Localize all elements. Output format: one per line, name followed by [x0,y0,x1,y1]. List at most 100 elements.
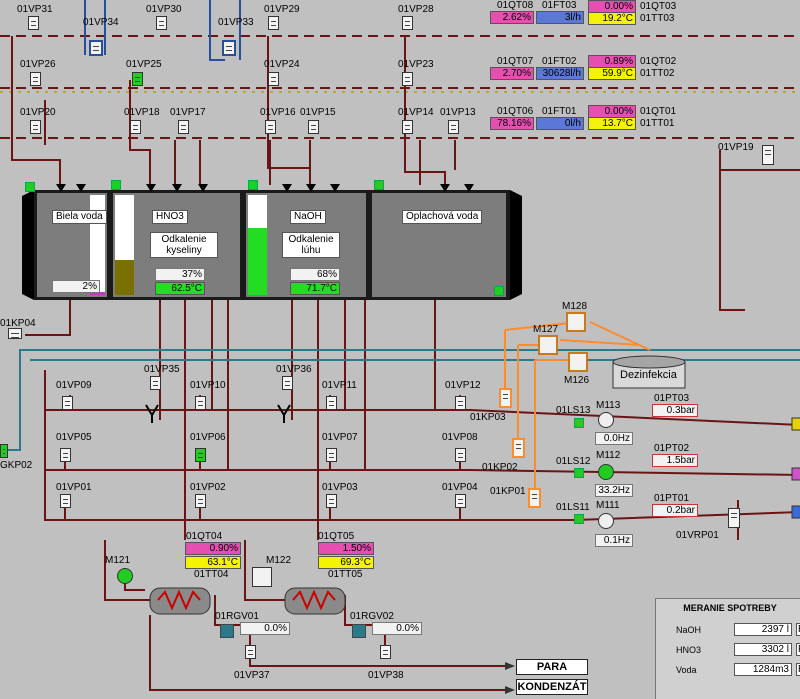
valve-01vp10[interactable] [195,396,206,410]
value-01pt02[interactable]: 1.5bar [652,454,698,467]
freq-m113[interactable]: 0.0Hz [595,432,633,445]
pump-m111[interactable] [598,513,614,529]
valve-01vp07[interactable] [326,448,337,462]
valve-01vp04[interactable] [455,494,466,508]
output-steam[interactable]: PARA [516,659,588,675]
valve-01vp28[interactable] [402,16,413,30]
freq-m111[interactable]: 0.1Hz [595,534,633,547]
valve-01vp30[interactable] [156,16,167,30]
valve-01vp14[interactable] [402,120,413,134]
sensor-01ls11[interactable] [574,514,584,524]
valve-01vp16[interactable] [265,120,276,134]
motor-m127[interactable] [538,335,558,355]
valve-01vp34[interactable] [89,40,103,56]
valve-01vp24[interactable] [268,72,279,86]
output-condensate[interactable]: KONDENZÁT [516,679,588,695]
valve-01vp02[interactable] [195,494,206,508]
label-01kp01: 01KP01 [490,486,526,497]
valve-01vp15[interactable] [308,120,319,134]
pump-m113[interactable] [598,412,614,428]
value-01rgv02[interactable]: 0.0% [372,622,422,635]
value-01qt05[interactable]: 1.50% [318,542,374,555]
tank1-level[interactable]: 2% [52,280,100,293]
value-01ft02[interactable]: 30628l/h [536,67,584,80]
pump-m121[interactable] [117,568,133,584]
motor-m126[interactable] [568,352,588,372]
valve-01vp01[interactable] [60,494,71,508]
valve-01vp05[interactable] [60,448,71,462]
value-01tt02[interactable]: 59.9°C [588,67,636,80]
valve-01kp03[interactable] [499,388,512,408]
valve-01kp04[interactable] [8,328,22,339]
value-01pt01[interactable]: 0.2bar [652,504,698,517]
value-01rgv01[interactable]: 0.0% [240,622,290,635]
value-01pt03[interactable]: 0.3bar [652,404,698,417]
meter-hno3-reset-button[interactable]: R [796,643,800,656]
tank3-temperature[interactable]: 71.7°C [290,282,340,295]
valve-01vp19[interactable] [762,145,774,165]
valve-01vp37[interactable] [245,645,256,659]
meter-water-value: 1284m3 [734,663,792,676]
value-01ft03[interactable]: 3l/h [536,11,584,24]
value-01ft01[interactable]: 0l/h [536,117,584,130]
label-01qt07: 01QT07 [497,56,534,67]
motor-m122[interactable] [252,567,272,587]
valve-01vp06[interactable] [195,448,206,462]
sensor-01ls12[interactable] [574,468,584,478]
label-01kp03: 01KP03 [470,412,506,423]
valve-01vp26[interactable] [30,72,41,86]
tank4-low-indicator[interactable] [494,286,504,296]
value-01qt06[interactable]: 78.16% [490,117,534,130]
valve-01rgv02[interactable] [352,624,366,638]
valve-01vp31[interactable] [28,16,39,30]
label-01tt05: 01TT05 [328,569,363,580]
value-01tt01[interactable]: 13.7°C [588,117,636,130]
motor-m128[interactable] [566,312,586,332]
tank2-level[interactable]: 37% [155,268,205,281]
valve-01vp12[interactable] [455,396,466,410]
value-01tt05[interactable]: 69.3°C [318,556,374,569]
valve-01vp11[interactable] [326,396,337,410]
sensor-01ls13[interactable] [574,418,584,428]
meter-naoh-reset-button[interactable]: R [796,623,800,636]
tank2-status-indicator[interactable] [111,180,121,190]
value-01tt03[interactable]: 19.2°C [588,12,636,25]
tank1-status-indicator[interactable] [25,182,35,192]
value-01qt08[interactable]: 2.62% [490,11,534,24]
label-01vp03: 01VP03 [322,482,358,493]
label-01vp30: 01VP30 [146,4,182,15]
tank4-status-indicator[interactable] [374,180,384,190]
valve-01vp36[interactable] [282,376,293,390]
valve-01vp03[interactable] [326,494,337,508]
valve-01vp17[interactable] [178,120,189,134]
valve-01vp09[interactable] [62,396,73,410]
value-01qt04[interactable]: 0.90% [185,542,241,555]
valve-01vrp01[interactable] [728,508,740,528]
valve-01rgv01[interactable] [220,624,234,638]
tank3-status-indicator[interactable] [248,180,258,190]
valve-01vp33[interactable] [222,40,236,56]
valve-01kp01[interactable] [528,488,541,508]
freq-m112[interactable]: 33.2Hz [595,484,633,497]
value-01qt07[interactable]: 2.70% [490,67,534,80]
valve-01vp25[interactable] [132,72,143,86]
label-01vp36: 01VP36 [276,364,312,375]
tank3-level[interactable]: 68% [290,268,340,281]
valve-01kp02[interactable] [512,438,525,458]
meter-water-reset-button[interactable]: R [796,663,800,676]
valve-01vp29[interactable] [268,16,279,30]
value-01tt04[interactable]: 63.1°C [185,556,241,569]
valve-01vp13[interactable] [448,120,459,134]
valve-01vp23[interactable] [402,72,413,86]
valve-01vp20[interactable] [30,120,41,134]
label-01vp04: 01VP04 [442,482,478,493]
valve-gkp02[interactable] [0,444,8,458]
valve-01vp38[interactable] [380,645,391,659]
tank2-description: Odkalenie kyseliny [150,232,218,258]
pump-m112[interactable] [598,464,614,480]
valve-01vp18[interactable] [130,120,141,134]
label-01vp34: 01VP34 [83,17,119,28]
valve-01vp35[interactable] [150,376,161,390]
valve-01vp08[interactable] [455,448,466,462]
tank2-temperature[interactable]: 62.5°C [155,282,205,295]
